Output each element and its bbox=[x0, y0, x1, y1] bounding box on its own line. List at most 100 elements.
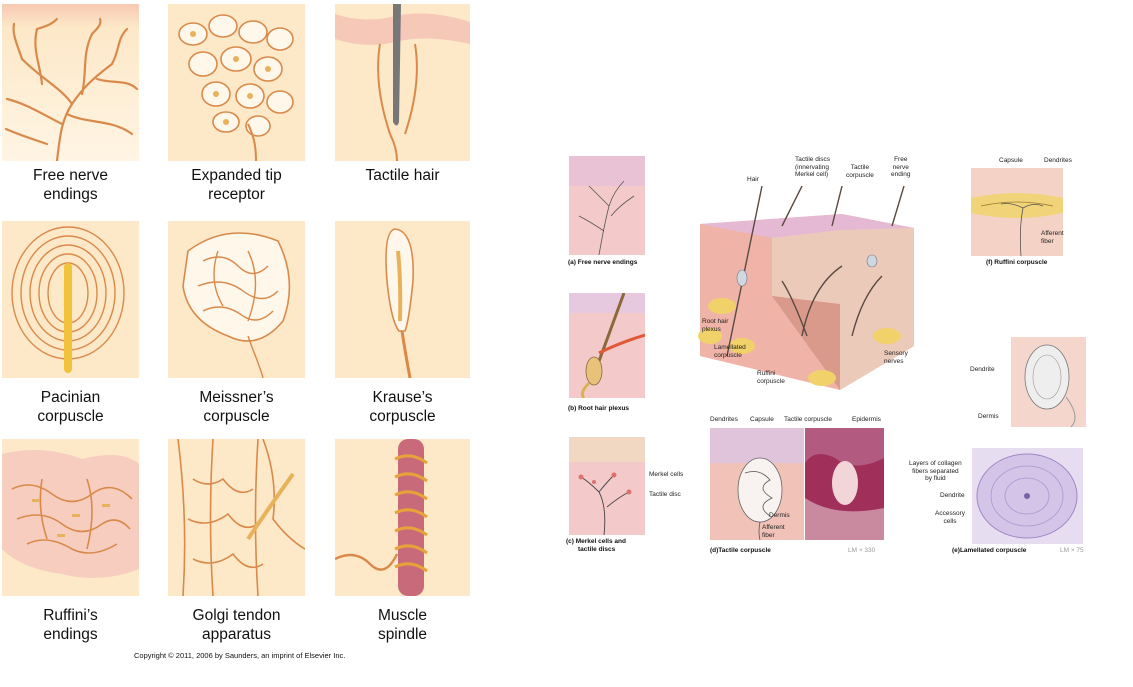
free-nerve-thumbnail-illustration bbox=[569, 156, 645, 255]
label-line: Afferent bbox=[1041, 230, 1064, 237]
ruffini-corpuscle-illustration bbox=[971, 168, 1063, 256]
label-line: corpuscle bbox=[714, 351, 742, 359]
label-e-dendrite: Dendrite bbox=[970, 366, 995, 373]
panel-label-c-line: tactile discs bbox=[578, 545, 616, 553]
label-d-dendrites: Dendrites bbox=[710, 416, 738, 423]
label-line: fiber bbox=[762, 531, 775, 539]
caption-line: Expanded tip bbox=[191, 167, 282, 184]
tactile-hair-illustration bbox=[335, 4, 470, 161]
free-nerve-caption: Free nerve endings bbox=[2, 166, 139, 204]
label-e-dermis: Dermis bbox=[978, 413, 999, 420]
muscle-spindle-illustration bbox=[335, 439, 470, 596]
label-line: ending bbox=[891, 171, 911, 178]
expanded-tip-illustration bbox=[168, 4, 305, 161]
copyright-notice: Copyright © 2011, 2006 by Saunders, an i… bbox=[134, 651, 346, 660]
caption-line: Golgi tendon bbox=[192, 607, 281, 624]
panel-label-e: (e)Lamellated corpuscle bbox=[952, 547, 1027, 554]
label-d-capsule: Capsule bbox=[750, 416, 774, 423]
ruffini-endings-panel bbox=[2, 439, 139, 596]
label-sensory-nerves: Sensory nerves bbox=[884, 350, 908, 365]
caption-line: corpuscle bbox=[203, 408, 270, 425]
meissner-illustration bbox=[168, 221, 305, 378]
pacinian-caption: Pacinian corpuscle bbox=[2, 388, 139, 426]
merkel-illustration bbox=[569, 437, 645, 535]
tactile-corpuscle-drawing bbox=[710, 428, 804, 540]
expanded-tip-receptor-panel bbox=[168, 4, 305, 161]
label-line: Sensory bbox=[884, 350, 908, 357]
caption-line: Tactile hair bbox=[365, 167, 440, 184]
label-line: nerve bbox=[892, 163, 909, 171]
krause-illustration bbox=[335, 221, 470, 378]
label-capsule: Capsule bbox=[999, 157, 1023, 164]
magnification-d: LM × 330 bbox=[848, 547, 876, 554]
caption-line: corpuscle bbox=[37, 408, 104, 425]
label-tactile-corpuscle: Tactile corpuscle bbox=[846, 164, 874, 179]
golgi-tendon-panel bbox=[168, 439, 305, 596]
label-line: Layers of collagen bbox=[909, 460, 962, 467]
skin-block-diagram bbox=[692, 186, 914, 390]
label-collagen-layers: Layers of collagen fibers separated by f… bbox=[909, 460, 962, 483]
label-tactile-disc: Tactile disc bbox=[649, 491, 681, 498]
label-line: fiber bbox=[1041, 237, 1054, 245]
krause-corpuscle-panel bbox=[335, 221, 470, 378]
merkel-cells-thumbnail bbox=[569, 437, 645, 535]
caption-line: apparatus bbox=[202, 626, 271, 643]
lamellated-micrograph-image bbox=[972, 448, 1083, 544]
label-afferent-fiber: Afferent fiber bbox=[1041, 230, 1064, 245]
label-line: Accessory bbox=[935, 510, 965, 517]
label-line: cells bbox=[943, 517, 957, 525]
panel-label-d: (d)Tactile corpuscle bbox=[710, 547, 771, 554]
label-line: Tactile discs bbox=[795, 156, 831, 163]
caption-line: endings bbox=[43, 626, 98, 643]
skin-block-illustration bbox=[698, 186, 914, 390]
caption-line: endings bbox=[43, 186, 98, 203]
label-line: Tactile bbox=[850, 164, 870, 171]
caption-line: Muscle bbox=[377, 607, 428, 624]
label-ruffini-corpuscle: Ruffini corpuscle bbox=[757, 370, 785, 385]
muscle-spindle-panel bbox=[335, 439, 470, 596]
label-line: Afferent bbox=[762, 524, 785, 531]
golgi-caption: Golgi tendon apparatus bbox=[168, 606, 305, 644]
ruffini-caption: Ruffini’s endings bbox=[2, 606, 139, 644]
micrograph-image bbox=[805, 428, 884, 540]
caption-line: Ruffini’s bbox=[43, 607, 98, 624]
muscle-spindle-caption: Muscle spindle bbox=[335, 606, 470, 644]
label-line: nerves bbox=[884, 357, 904, 365]
caption-line: Free nerve bbox=[33, 167, 108, 184]
lamellated-drawing-illustration bbox=[1011, 337, 1086, 427]
ruffini-corpuscle-thumbnail bbox=[971, 168, 1063, 256]
expanded-tip-caption: Expanded tip receptor bbox=[168, 166, 305, 204]
label-line: corpuscle bbox=[757, 377, 785, 385]
label-line: Root hair bbox=[702, 318, 729, 325]
root-hair-plexus-thumbnail bbox=[569, 293, 645, 398]
label-lamellated-corpuscle: Lamellated corpuscle bbox=[714, 344, 746, 359]
root-hair-illustration bbox=[569, 293, 645, 398]
label-tactile-discs: Tactile discs (innervating Merkel cell) bbox=[795, 156, 830, 179]
label-line: Ruffini bbox=[757, 370, 776, 377]
ruffini-illustration bbox=[2, 439, 139, 596]
label-epidermis: Epidermis bbox=[852, 416, 881, 423]
tactile-hair-caption: Tactile hair bbox=[335, 166, 470, 185]
label-line: corpuscle bbox=[846, 171, 874, 179]
lamellated-corpuscle-micrograph bbox=[972, 448, 1083, 544]
free-nerve-endings-panel bbox=[2, 4, 139, 161]
krause-caption: Krause’s corpuscle bbox=[335, 388, 470, 426]
label-line: Free bbox=[894, 156, 908, 163]
panel-label-f: (f) Ruffini corpuscle bbox=[986, 259, 1048, 266]
golgi-illustration bbox=[168, 439, 305, 596]
pacinian-illustration bbox=[2, 221, 139, 378]
caption-line: receptor bbox=[208, 186, 265, 203]
caption-line: spindle bbox=[377, 626, 428, 643]
caption-line: Krause’s bbox=[372, 389, 433, 406]
label-hair: Hair bbox=[747, 176, 759, 183]
label-line: by fluid bbox=[925, 475, 946, 482]
free-nerve-endings-illustration bbox=[2, 4, 139, 161]
pacinian-corpuscle-panel bbox=[2, 221, 139, 378]
label-d-afferent-fiber: Afferent fiber bbox=[762, 524, 785, 539]
caption-line: Pacinian bbox=[40, 389, 101, 406]
label-line: plexus bbox=[702, 325, 721, 333]
label-d-tactile-corpuscle: Tactile corpuscle bbox=[784, 416, 833, 423]
free-nerve-endings-thumbnail bbox=[569, 156, 645, 255]
label-accessory-cells: Accessory cells bbox=[935, 510, 965, 525]
caption-line: corpuscle bbox=[369, 408, 436, 425]
